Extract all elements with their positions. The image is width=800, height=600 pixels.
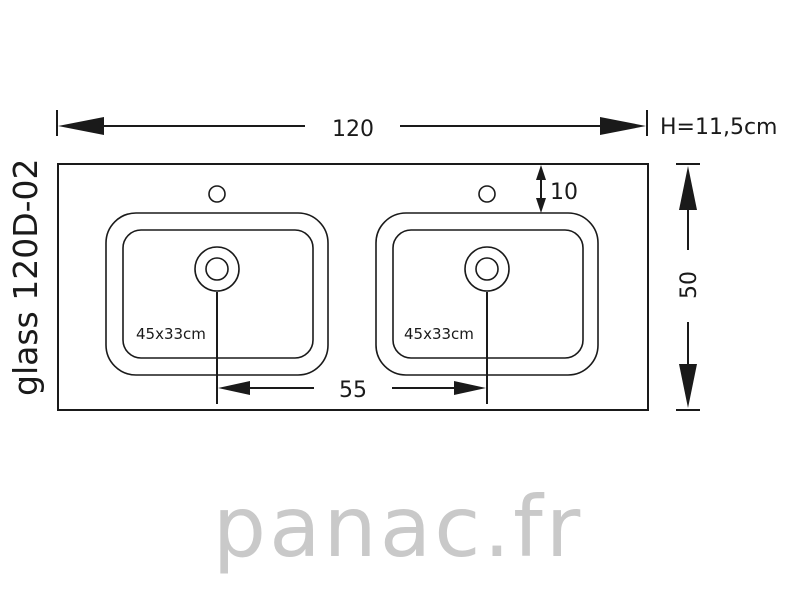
arrow-up-icon — [679, 166, 697, 210]
arrow-right-icon — [454, 381, 486, 395]
drain-left-inner — [205, 257, 229, 281]
basin-right-size: 45x33cm — [404, 325, 474, 343]
countertop-outline — [57, 163, 649, 411]
faucet-hole-right — [478, 185, 496, 203]
height-note: H=11,5cm — [660, 115, 778, 140]
depth-dimension: 50 — [676, 163, 702, 411]
arrow-left-icon — [218, 381, 250, 395]
brand-logo: panac.fr — [213, 478, 584, 576]
arrow-down-icon — [679, 364, 697, 408]
drain-left-outer — [194, 246, 240, 292]
faucet-hole-left — [208, 185, 226, 203]
basin-left-size: 45x33cm — [136, 325, 206, 343]
arrow-right-icon — [600, 117, 646, 135]
arrow-left-icon — [58, 117, 104, 135]
drain-spacing-label: 55 — [339, 378, 367, 403]
arrow-up-icon — [536, 165, 546, 180]
edge-offset-dimension: 10 — [536, 165, 578, 213]
width-dimension: 120 — [56, 110, 648, 142]
width-label: 120 — [332, 117, 374, 142]
edge-offset-label: 10 — [550, 180, 578, 205]
drain-right-inner — [475, 257, 499, 281]
arrow-down-icon — [536, 198, 546, 213]
depth-label: 50 — [677, 271, 702, 299]
model-label: glass 120D-02 — [6, 158, 45, 396]
drain-right-outer — [464, 246, 510, 292]
drain-spacing-dimension: 55 — [216, 292, 488, 404]
